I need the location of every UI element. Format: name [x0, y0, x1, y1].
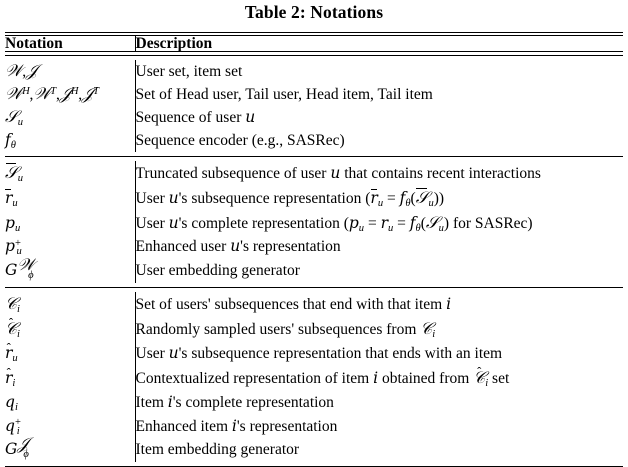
- description-cell: User embedding generator: [134, 259, 623, 283]
- description-cell: Set of users' subsequences that end with…: [134, 292, 623, 317]
- block-separator-row: [5, 152, 623, 161]
- notation-cell: ̂ru: [5, 343, 18, 364]
- notation-cell: 𝒲H,𝒲T,𝒥H,𝒥T: [5, 84, 99, 104]
- notation-cell: ̂ri: [5, 368, 16, 389]
- description-cell: Truncated subsequence of user u that con…: [134, 160, 623, 186]
- notation-cell: 𝒞i: [5, 294, 20, 316]
- table-row: 𝒲,𝒥 User set, item set: [5, 59, 623, 83]
- table-row: G𝒲ϕ User embedding generator: [5, 254, 623, 283]
- description-cell: Contextualized representation of item i …: [134, 365, 623, 391]
- header-rule-cell: [5, 51, 623, 59]
- description-cell: Randomly sampled users' subsequences fro…: [134, 316, 623, 342]
- header-rule-inner: [5, 54, 623, 56]
- block-separator-cell: [5, 283, 623, 292]
- top-rule-inner: [5, 34, 623, 36]
- table-row: G𝒥ϕ Item embedding generator: [5, 433, 623, 463]
- block-rule: [5, 155, 623, 157]
- paper-table-figure: Table 2: Notations Notation Description: [5, 2, 623, 467]
- notation-cell: 𝒲,𝒥: [5, 60, 38, 80]
- description-cell: User set, item set: [134, 59, 623, 83]
- description-cell: User u's complete representation (pu = r…: [134, 210, 623, 236]
- table-row: ̂ri Contextualized representation of ite…: [5, 365, 623, 391]
- notations-table-wrapper: Notation Description 𝒲: [5, 25, 623, 467]
- column-header-notation: Notation: [5, 34, 63, 52]
- block-separator-row: [5, 283, 623, 292]
- description-cell: User u's subsequence representation (ru …: [134, 185, 623, 211]
- description-cell: Item i's complete representation: [134, 390, 623, 415]
- notation-cell: ̂𝒞i: [5, 319, 20, 340]
- table-row: 𝒞i Set of users' subsequences that end w…: [5, 292, 623, 317]
- table-row: ru User u's subsequence representation (…: [5, 185, 623, 211]
- table-row: ̂𝒞i Randomly sampled users' subsequences…: [5, 316, 623, 342]
- table-row: ̂ru User u's subsequence representation …: [5, 341, 623, 366]
- column-header-description: Description: [134, 36, 623, 52]
- table-row: 𝒲H,𝒲T,𝒥H,𝒥T Set of Head user, Tail user,…: [5, 82, 623, 107]
- description-cell: Sequence encoder (e.g., SASRec): [134, 129, 623, 152]
- table-row: pu User u's complete representation (pu …: [5, 210, 623, 236]
- notation-cell: ru: [5, 188, 18, 209]
- table-row: p+u Enhanced user u's representation: [5, 235, 623, 260]
- notation-cell: p+u: [5, 237, 22, 258]
- table-header-row: Notation Description: [5, 36, 623, 52]
- top-rule-outer: [5, 31, 623, 33]
- table-row: 𝒮u Sequence of user u: [5, 106, 623, 130]
- notation-cell: 𝒮u: [5, 107, 24, 129]
- description-cell: Sequence of user u: [134, 106, 623, 130]
- notation-cell: G𝒥ϕ: [5, 433, 29, 461]
- table-row: qi Item i's complete representation: [5, 390, 623, 415]
- header-rule-row: [5, 51, 623, 59]
- notation-cell: 𝒮u: [5, 162, 24, 184]
- table-row: 𝒮u Truncated subsequence of user u that …: [5, 160, 623, 186]
- notation-cell: pu: [5, 213, 21, 234]
- notation-cell: G𝒲ϕ: [5, 254, 35, 282]
- notation-cell: fθ: [5, 130, 16, 151]
- table-row: fθ Sequence encoder (e.g., SASRec): [5, 129, 623, 152]
- header-rule-outer: [5, 51, 623, 53]
- notations-table: Notation Description 𝒲: [5, 36, 623, 463]
- table-row: q+i Enhanced item i's representation: [5, 414, 623, 439]
- description-cell: Enhanced user u's representation: [134, 235, 623, 260]
- notation-cell: q+i: [5, 416, 21, 437]
- block-separator-cell: [5, 152, 623, 161]
- description-cell: Item embedding generator: [134, 438, 623, 463]
- block-rule: [5, 287, 623, 288]
- description-cell: User u's subsequence representation that…: [134, 341, 623, 366]
- description-cell: Enhanced item i's representation: [134, 414, 623, 439]
- description-cell: Set of Head user, Tail user, Head item, …: [134, 82, 623, 107]
- table-caption: Table 2: Notations: [244, 2, 384, 22]
- notation-cell: qi: [5, 392, 18, 413]
